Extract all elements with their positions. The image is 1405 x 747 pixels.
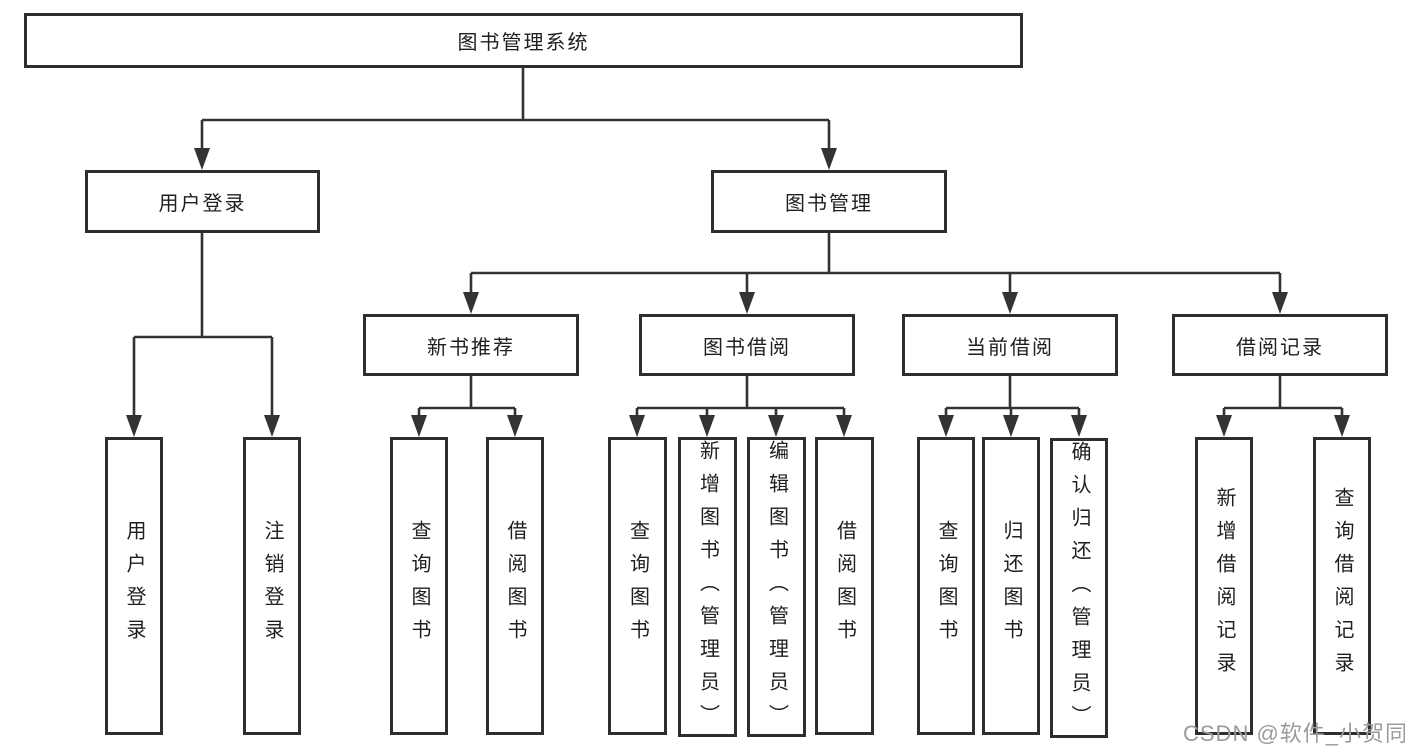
node-borrowing-records: 借阅记录 — [1172, 314, 1388, 376]
node-new-book-recommendation: 新书推荐 — [363, 314, 579, 376]
leaf-add-borrow-record: 新增借阅记录 — [1195, 437, 1253, 735]
leaf-borrow-books-recommend: 借阅图书 — [486, 437, 544, 735]
node-library-management-system: 图书管理系统 — [24, 13, 1023, 68]
node-current-borrowing: 当前借阅 — [902, 314, 1118, 376]
leaf-return-books: 归还图书 — [982, 437, 1040, 735]
leaf-edit-books-admin: 编辑图书（管理员） — [747, 437, 806, 737]
node-book-borrowing: 图书借阅 — [639, 314, 855, 376]
leaf-confirm-return-admin: 确认归还（管理员） — [1050, 438, 1108, 738]
leaf-logout-login: 注销登录 — [243, 437, 301, 735]
csdn-watermark: CSDN @软件_小贺同学 — [1183, 721, 1405, 746]
leaf-query-books-borrowing: 查询图书 — [608, 437, 667, 735]
leaf-query-borrow-record: 查询借阅记录 — [1313, 437, 1371, 735]
leaf-borrow-books-borrowing: 借阅图书 — [815, 437, 874, 735]
leaf-query-books-recommend: 查询图书 — [390, 437, 448, 735]
leaf-add-books-admin: 新增图书（管理员） — [678, 437, 737, 737]
node-book-management: 图书管理 — [711, 170, 947, 233]
leaf-user-login: 用户登录 — [105, 437, 163, 735]
node-user-login: 用户登录 — [85, 170, 320, 233]
leaf-query-books-current: 查询图书 — [917, 437, 975, 735]
